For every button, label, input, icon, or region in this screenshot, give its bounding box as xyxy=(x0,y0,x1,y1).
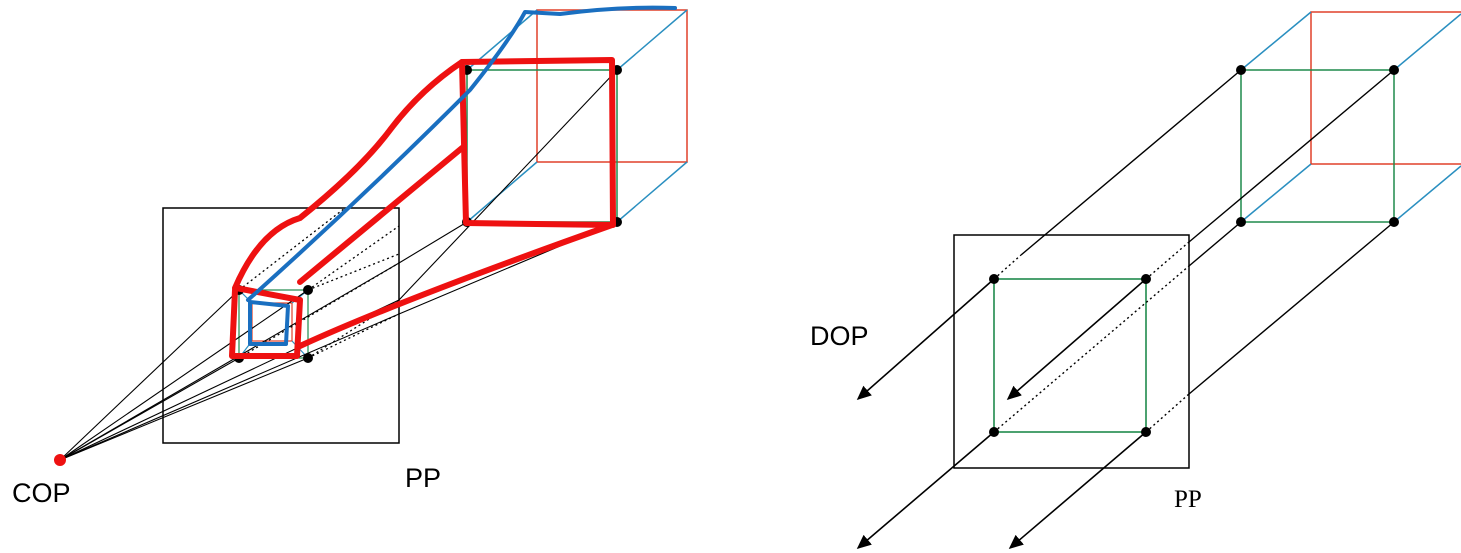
cop-label: COP xyxy=(12,478,71,508)
vertex-dots xyxy=(989,65,1399,437)
perspective-projection-diagram: COP PP xyxy=(12,5,688,508)
dop-arrow xyxy=(856,431,995,550)
dop-arrow xyxy=(1008,431,1147,550)
cube-front-face xyxy=(466,69,618,223)
projector-lines-far xyxy=(398,69,618,315)
picture-plane xyxy=(953,234,1190,469)
direction-of-projection-arrows xyxy=(856,278,1147,550)
cube-front-face xyxy=(1240,69,1395,223)
pp-label-left: PP xyxy=(405,463,441,493)
projector-lines xyxy=(59,262,400,461)
cube-depth-edges xyxy=(466,9,688,223)
cop-point xyxy=(54,454,66,466)
pp-label-right: PP xyxy=(1174,486,1202,513)
cube-back-face xyxy=(1310,11,1461,165)
parallel-projection-diagram: DOP PP xyxy=(810,11,1461,550)
dop-arrow xyxy=(1006,278,1147,401)
projector-lines-hidden xyxy=(993,241,1190,433)
dop-arrow xyxy=(856,278,995,401)
blue-annotation-strokes xyxy=(246,5,677,346)
projected-square xyxy=(993,278,1147,433)
projector-lines xyxy=(1020,69,1395,395)
red-annotation-strokes xyxy=(229,57,616,359)
dop-label: DOP xyxy=(810,321,869,351)
cube-depth-edges xyxy=(1240,11,1461,223)
picture-plane xyxy=(162,207,400,444)
